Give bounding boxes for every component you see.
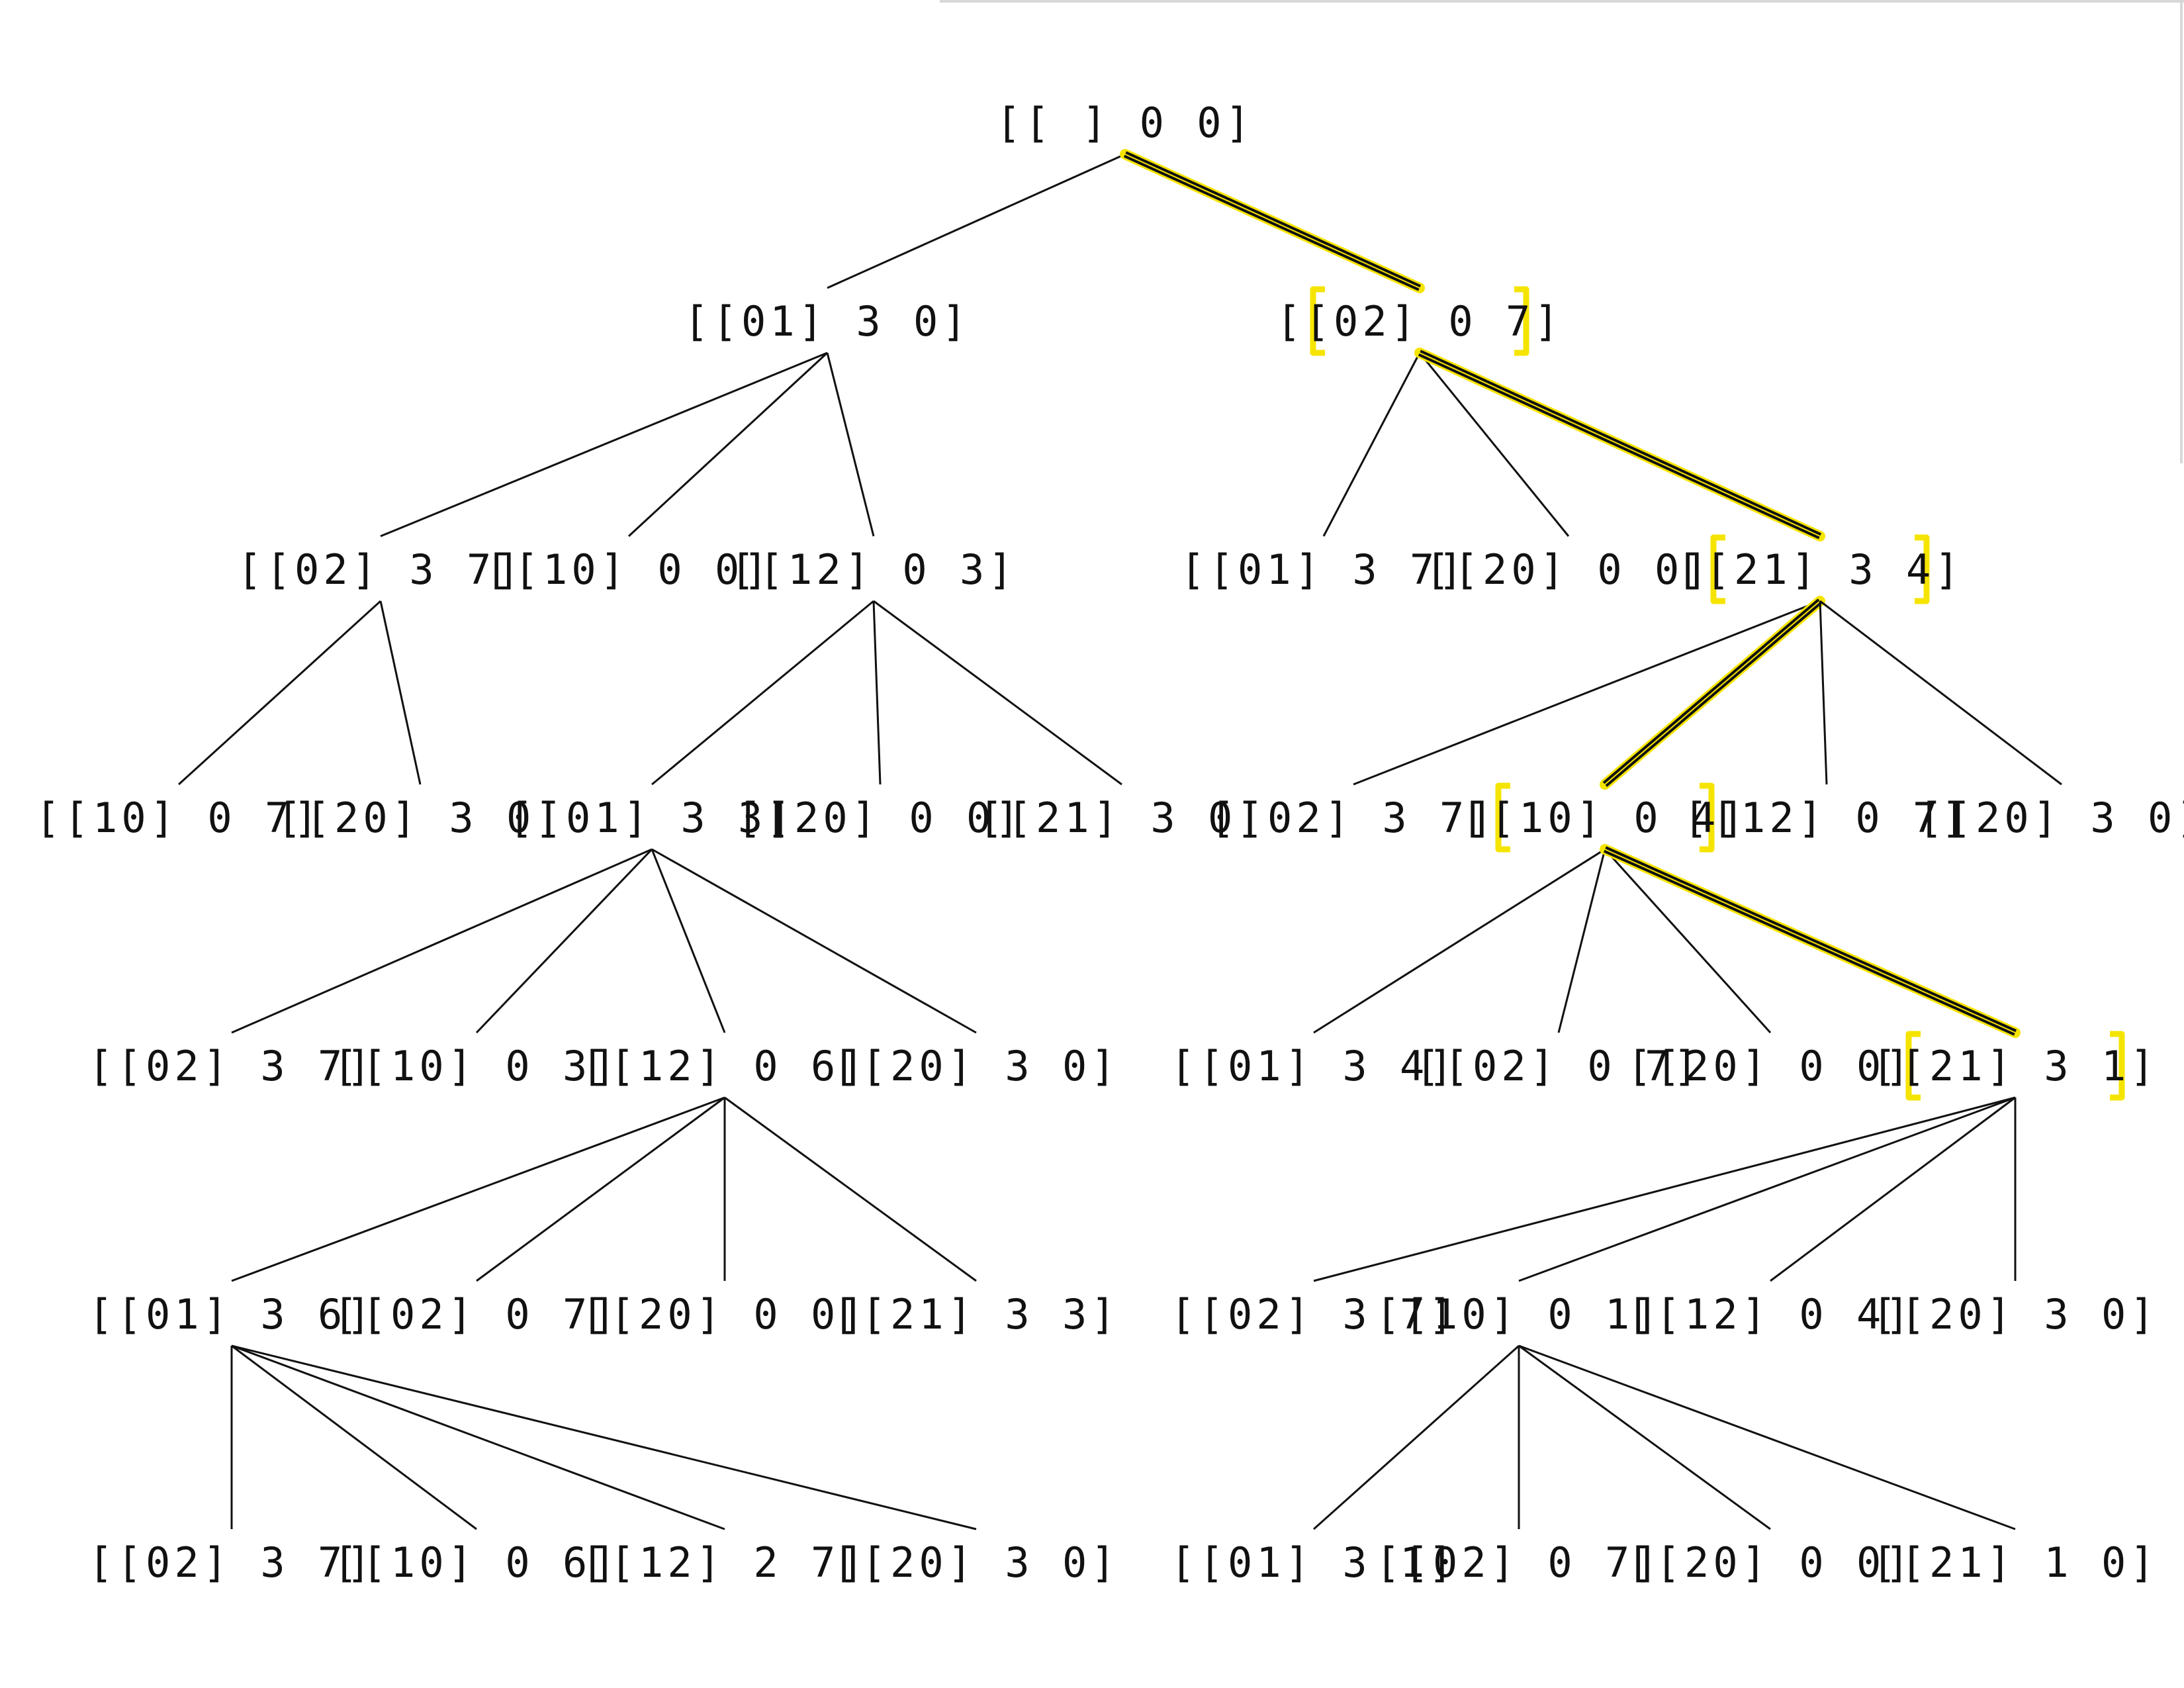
- tree-edge: [872, 600, 882, 785]
- tree-node-label-highlighted: [[02] 0 7]: [1276, 297, 1563, 346]
- tree-edge: [231, 1344, 477, 1530]
- tree-node-label: [[02] 3 7]: [1170, 1290, 1457, 1338]
- tree-edge: [724, 1096, 977, 1282]
- tree-node-label: [[20] 3 0]: [1872, 1290, 2158, 1338]
- tree-edge: [1518, 1344, 1771, 1530]
- highlighted-edge-glow: [1600, 844, 2021, 1038]
- tree-node-label: [[20] 3 0]: [277, 794, 563, 842]
- tree-node-label: [[20] 3 0]: [833, 1538, 1119, 1587]
- tree-edge: [1518, 1096, 2016, 1282]
- tree-edge: [1353, 600, 1821, 786]
- tree-node-label: [[20] 0 0]: [737, 794, 1023, 842]
- tree-edge: [177, 600, 382, 786]
- tree-edge: [651, 849, 726, 1033]
- tree-node-label: [[12] 0 3]: [730, 545, 1017, 594]
- tree-node-label: [[20] 3 0]: [1918, 794, 2184, 842]
- tree-edge: [651, 600, 874, 786]
- tree-nodes: [[ ] 0 0][[01] 3 0][[02] 0 7][[02] 3 7][…: [35, 99, 2184, 1587]
- highlight-bracket-right: [1514, 286, 1529, 356]
- tree-edge: [379, 600, 422, 785]
- tree-node-label: [[02] 3 7]: [88, 1538, 375, 1587]
- tree-edge: [476, 1096, 725, 1282]
- tree-node-label: [[12] 0 7]: [1683, 794, 1970, 842]
- tree-edge: [873, 600, 1122, 786]
- tree-edge: [1313, 848, 1606, 1034]
- tree-edge: [380, 352, 828, 538]
- tree-node-label: [[10] 0 7]: [35, 794, 322, 842]
- tree-edge: [231, 848, 653, 1034]
- tree-node-label: [[02] 3 7]: [88, 1042, 375, 1090]
- tree-edge: [231, 1344, 977, 1530]
- tree-edge: [1819, 600, 2062, 786]
- highlighted-edge: [1418, 353, 1820, 539]
- highlight-bracket-right: [1915, 534, 1930, 604]
- highlighted-edge-glow: [1414, 348, 1825, 541]
- tree-edge: [627, 352, 829, 538]
- tree-node-label: [[02] 0 7]: [1415, 1042, 1702, 1090]
- tree-edge: [1770, 1096, 2016, 1282]
- tree-node-label: [[02] 0 7]: [333, 1290, 619, 1338]
- highlight-bracket-left: [1905, 1031, 1921, 1101]
- tree-node-label-highlighted: [[21] 3 1]: [1872, 1042, 2158, 1090]
- highlighted-edge: [1602, 598, 1820, 784]
- tree-node-label: [[10] 0 0]: [485, 545, 772, 594]
- tree-node-label: [[01] 3 1]: [1170, 1538, 1457, 1587]
- highlighted-edge-glow: [1600, 596, 1825, 790]
- tree-node-label: [[02] 0 7]: [1375, 1538, 1662, 1587]
- tree-edges: [177, 149, 2062, 1530]
- tree-node-label: [[10] 0 1]: [1375, 1290, 1662, 1338]
- tree-edge: [1819, 600, 1828, 785]
- highlighted-edge: [1605, 601, 1823, 787]
- tree-node-label: [[01] 3 3]: [508, 794, 795, 842]
- tree-node-label: [[01] 3 7]: [1180, 545, 1467, 594]
- tree-edge: [651, 848, 977, 1034]
- tree-edge: [1418, 352, 1570, 537]
- tree-edge: [1322, 352, 1421, 537]
- highlight-brackets: [1310, 286, 2125, 1101]
- highlighted-edge-glow: [1120, 149, 1425, 293]
- highlight-bracket-left: [1710, 534, 1725, 604]
- highlight-bracket-left: [1310, 286, 1325, 356]
- tree-edge: [826, 352, 875, 537]
- tree-node-label: [[02] 3 7]: [1210, 794, 1496, 842]
- tree-edge: [231, 1344, 725, 1530]
- tree-node-label: [[ ] 0 0]: [996, 99, 1254, 147]
- tree-node-label: [[21] 1 0]: [1872, 1538, 2158, 1587]
- tree-node-label: [[02] 3 7]: [237, 545, 523, 594]
- highlighted-edge: [1123, 154, 1420, 291]
- tree-edge: [231, 1096, 725, 1282]
- tree-edge: [1313, 1096, 2016, 1282]
- tree-node-label: [[21] 3 0]: [978, 794, 1265, 842]
- tree-node-label: [[20] 0 0]: [1425, 545, 1711, 594]
- highlighted-edge: [1603, 849, 2015, 1036]
- tree-node-label: [[01] 3 6]: [88, 1290, 375, 1338]
- tree-node-label: [[20] 0 0]: [1627, 1042, 1913, 1090]
- tree-node-label: [[21] 3 3]: [833, 1290, 1119, 1338]
- tree-edge: [1557, 849, 1606, 1033]
- tree-node-label: [[20] 0 0]: [581, 1290, 868, 1338]
- tree-node-label: [[20] 3 0]: [833, 1042, 1119, 1090]
- highlighted-edge: [1605, 846, 2017, 1033]
- tree-node-label: [[10] 0 6]: [333, 1538, 619, 1587]
- tree-node-label: [[20] 0 0]: [1627, 1538, 1913, 1587]
- tree-node-label-highlighted: [[10] 0 4]: [1461, 794, 1748, 842]
- highlight-bracket-right: [2110, 1031, 2125, 1101]
- tree-edge: [1518, 1344, 2016, 1530]
- highlight-bracket-left: [1495, 782, 1510, 853]
- highlighted-edge: [1125, 151, 1422, 288]
- tree-edge: [827, 153, 1126, 289]
- tree-node-label: [[10] 0 3]: [333, 1042, 619, 1090]
- tree-node-label: [[01] 3 4]: [1170, 1042, 1457, 1090]
- tree-node-label: [[12] 0 6]: [581, 1042, 868, 1090]
- tree-edge: [1604, 848, 1772, 1034]
- highlighted-edge: [1420, 350, 1822, 536]
- tree-edge: [1313, 1344, 1520, 1530]
- tree-edge: [475, 848, 653, 1034]
- highlight-bracket-right: [1700, 782, 1715, 853]
- tree-node-label: [[01] 3 0]: [684, 297, 970, 346]
- tree-node-label: [[12] 2 7]: [581, 1538, 868, 1587]
- tree-node-label-highlighted: [[21] 3 4]: [1676, 545, 1963, 594]
- tree-node-label: [[12] 0 4]: [1627, 1290, 1913, 1338]
